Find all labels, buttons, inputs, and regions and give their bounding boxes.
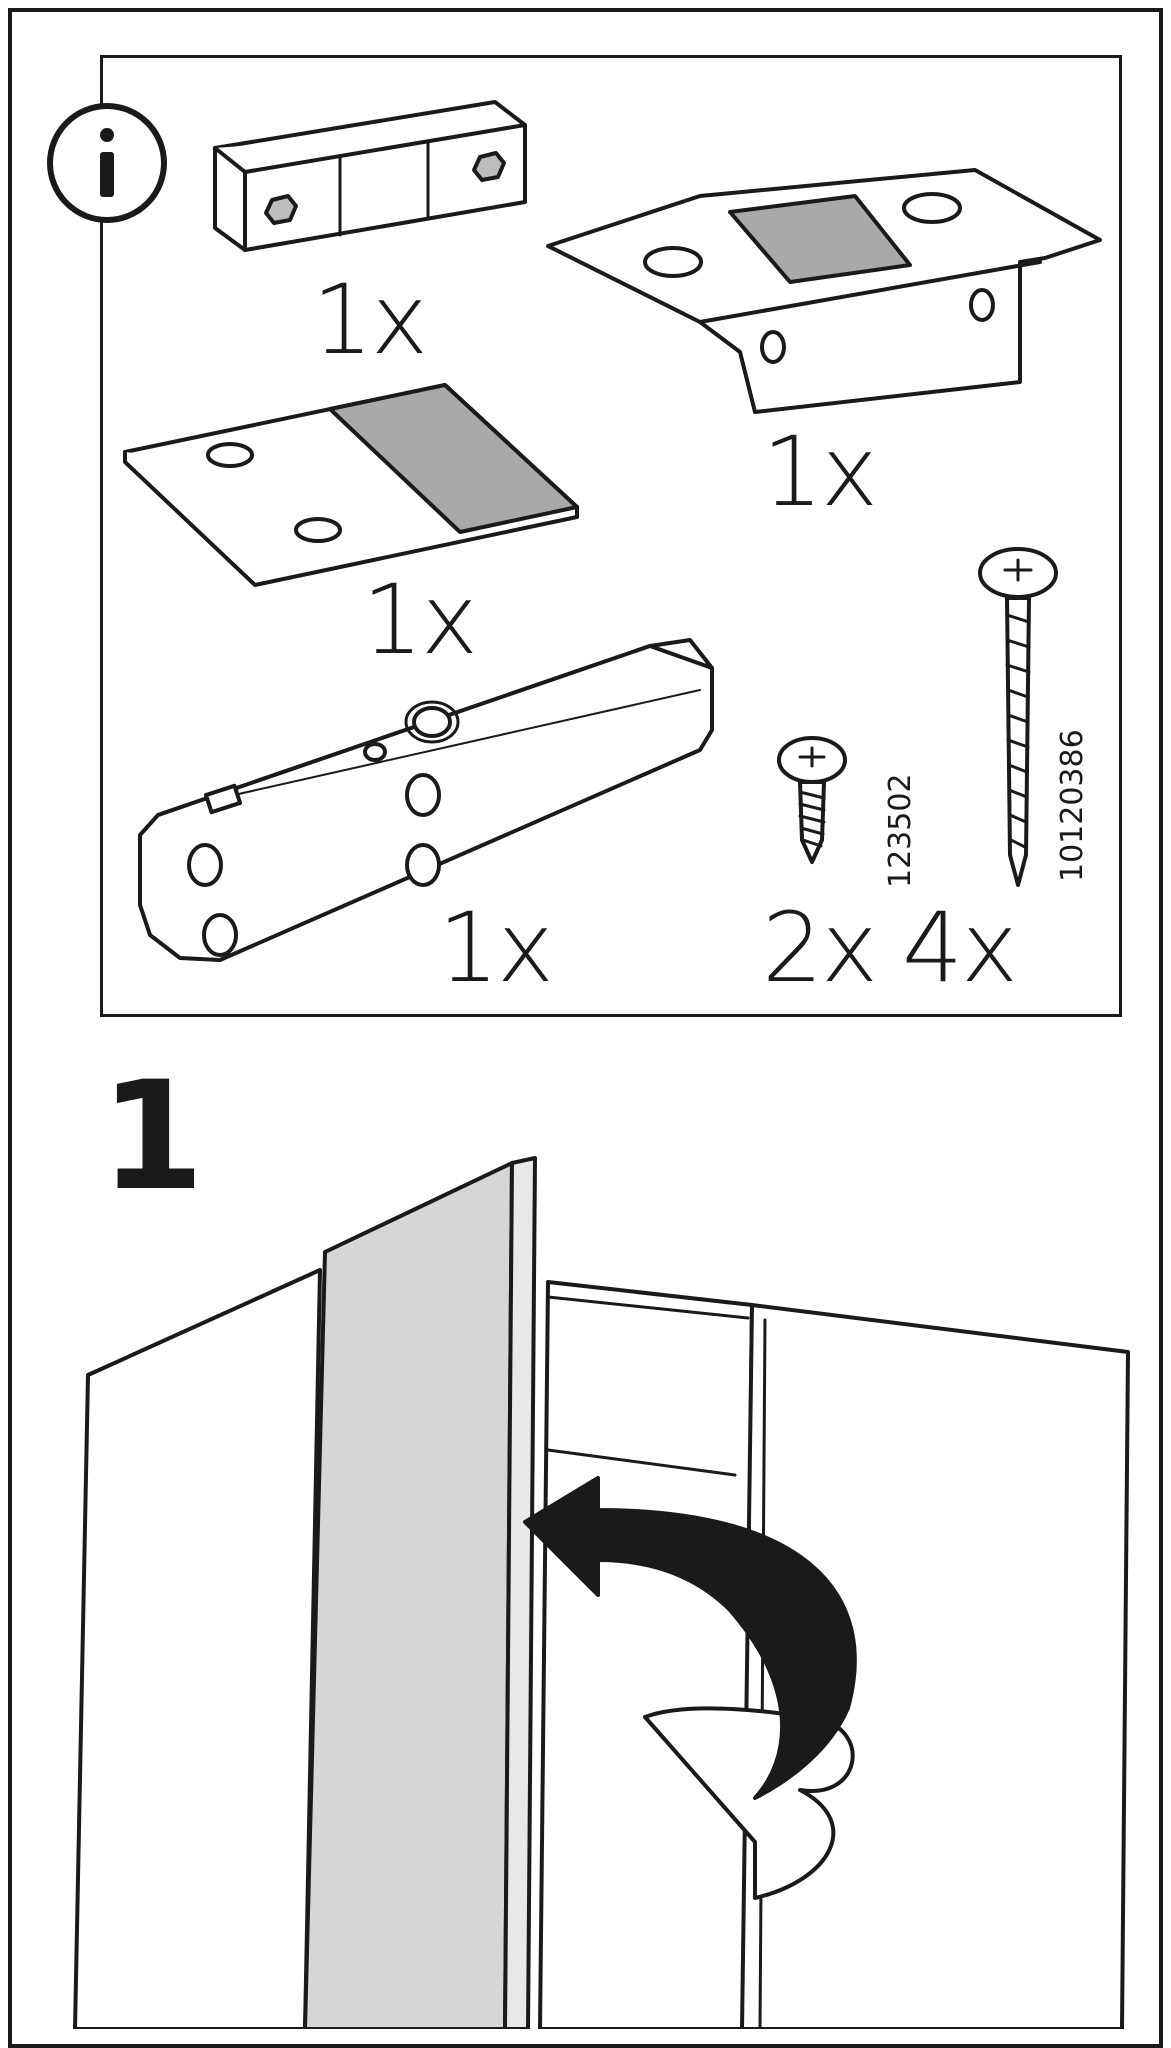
- qty-bracket-block: 1x: [312, 264, 428, 376]
- qty-damper: 1x: [438, 892, 554, 1004]
- mounting-plate-icon: [546, 168, 1102, 414]
- step-number: 1: [100, 1050, 205, 1224]
- info-icon: [47, 103, 167, 223]
- screw-icon: [777, 736, 847, 864]
- qty-flat-plate: 1x: [362, 564, 478, 676]
- damper-icon: [138, 638, 714, 962]
- rotation-arrow-icon: [523, 1476, 857, 1900]
- cabinet-scene: [73, 1156, 1130, 2029]
- qty-short-screw: 2x: [762, 892, 878, 1004]
- qty-long-screw: 4x: [902, 892, 1018, 1004]
- bracket-block-icon: [213, 100, 527, 252]
- article-number-short-screw: 123502: [883, 773, 918, 888]
- article-number-long-screw: 10120386: [1055, 729, 1090, 882]
- flat-plate-icon: [123, 383, 579, 587]
- screw-icon: [978, 547, 1058, 887]
- qty-mounting-plate: 1x: [762, 416, 878, 528]
